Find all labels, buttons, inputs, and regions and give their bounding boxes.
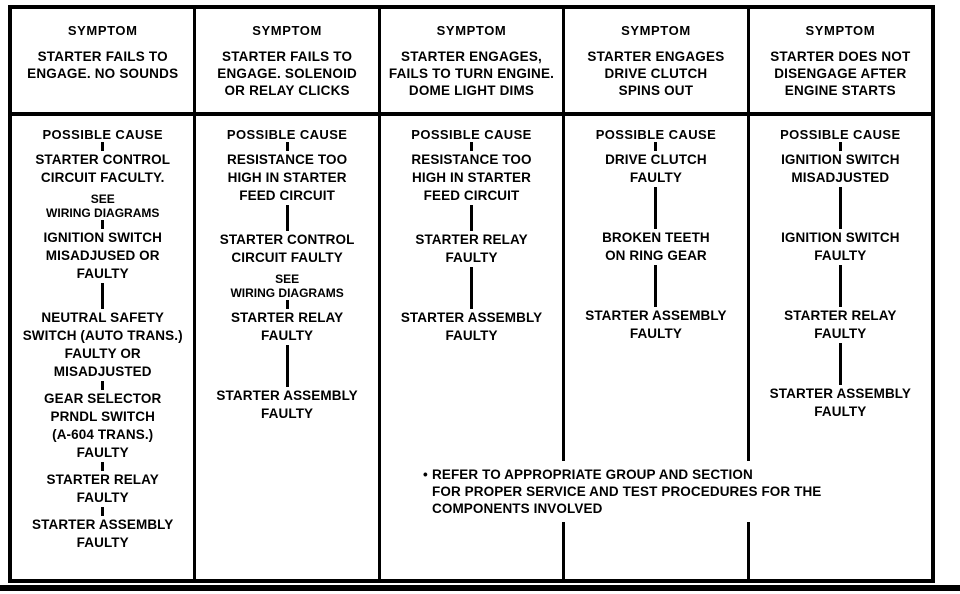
connector-line [470,142,474,151]
connector-line [101,507,105,516]
footnote: • REFER TO APPROPRIATE GROUP AND SECTION… [420,461,834,522]
starter-troubleshooting-chart: SYMPTOM STARTER FAILS TO ENGAGE. NO SOUND… [8,5,935,583]
footnote-line: COMPONENTS INVOLVED [432,501,603,516]
causes-cell: POSSIBLE CAUSE IGNITION SWITCH MISADJUSTE… [750,116,931,579]
cause-item: STARTER CONTROL CIRCUIT FACULTY. [35,152,171,185]
cause-item: NEUTRAL SAFETY SWITCH (AUTO TRANS.) FAUL… [22,310,183,379]
cause-item: IGNITION SWITCH FAULTY [781,230,900,263]
cause-item: STARTER RELAY FAULTY [415,232,528,265]
cause-subnote: SEE WIRING DIAGRAMS [230,272,344,300]
cause-item: STARTER ASSEMBLY FAULTY [216,388,358,421]
cause-item: STARTER RELAY FAULTY [230,310,344,343]
symptom-title: SYMPTOM [805,23,876,38]
symptom-text: STARTER DOES NOT DISENGAGE AFTER ENGINE … [770,49,911,98]
footnote-line: REFER TO APPROPRIATE GROUP AND SECTION [432,467,753,482]
connector-line [838,265,842,307]
symptom-cell: SYMPTOM STARTER ENGAGES DRIVE CLUTCH SPIN… [565,9,747,116]
cause-item: BROKEN TEETH ON RING GEAR [602,230,710,263]
possible-cause-title: POSSIBLE CAUSE [226,127,348,142]
cause-item: STARTER ASSEMBLY FAULTY [32,517,174,550]
cause-subnote: SEE WIRING DIAGRAMS [46,192,160,220]
connector-line [101,462,105,471]
causes-cell: POSSIBLE CAUSE DRIVE CLUTCH FAULTY BROKEN … [565,116,746,579]
footnote-lines: REFER TO APPROPRIATE GROUP AND SECTION FO… [432,466,834,517]
connector-line [285,205,289,231]
possible-cause-title: POSSIBLE CAUSE [780,127,901,142]
symptom-text: STARTER ENGAGES DRIVE CLUTCH SPINS OUT [587,49,725,98]
cause-item: IGNITION SWITCH MISADJUSTED [781,152,900,185]
symptom-text: STARTER FAILS TO ENGAGE. NO SOUNDS [27,49,179,81]
connector-line [285,300,289,309]
cause-item: GEAR SELECTOR PRNDL SWITCH (A-604 TRANS.… [44,391,162,460]
symptom-cell: SYMPTOM STARTER ENGAGES, FAILS TO TURN EN… [380,9,563,116]
symptom-title: SYMPTOM [67,23,138,38]
causes-cell: POSSIBLE CAUSE RESISTANCE TOO HIGH IN STA… [381,116,562,579]
possible-cause-title: POSSIBLE CAUSE [595,127,717,142]
cause-item: STARTER RELAY FAULTY [784,308,897,341]
symptom-column: SYMPTOM STARTER ENGAGES, FAILS TO TURN EN… [380,9,566,579]
connector-line [654,142,658,151]
cause-item: STARTER ASSEMBLY FAULTY [769,386,912,419]
symptom-column: SYMPTOM STARTER ENGAGES DRIVE CLUTCH SPIN… [565,9,750,579]
connector-line [101,142,105,151]
connector-line [470,267,474,309]
symptom-column: SYMPTOM STARTER FAILS TO ENGAGE. SOLENOID… [196,9,381,579]
symptom-title: SYMPTOM [621,23,691,38]
symptom-cell: SYMPTOM STARTER DOES NOT DISENGAGE AFTER … [749,9,932,116]
cause-item: RESISTANCE TOO HIGH IN STARTER FEED CIRC… [411,152,532,203]
possible-cause-title: POSSIBLE CAUSE [42,127,163,142]
footnote-line: FOR PROPER SERVICE AND TEST PROCEDURES F… [432,484,822,499]
symptom-cell: SYMPTOM STARTER FAILS TO ENGAGE. SOLENOID… [196,9,378,116]
connector-line [654,265,658,307]
cause-item: STARTER RELAY FAULTY [46,472,159,505]
connector-line [838,343,842,385]
cause-item: RESISTANCE TOO HIGH IN STARTER FEED CIRC… [227,152,348,203]
cause-item: IGNITION SWITCH MISADJUSED OR FAULTY [43,230,162,281]
connector-line [101,381,105,390]
symptom-text: STARTER FAILS TO ENGAGE. SOLENOID OR REL… [217,49,357,98]
causes-cell: POSSIBLE CAUSE RESISTANCE TOO HIGH IN STA… [196,116,377,579]
symptom-title: SYMPTOM [252,23,322,38]
connector-line [470,205,474,231]
cause-item: STARTER ASSEMBLY FAULTY [585,308,727,341]
connector-line [838,142,842,151]
symptom-title: SYMPTOM [436,23,507,38]
connector-line [838,187,842,229]
symptom-cell: SYMPTOM STARTER FAILS TO ENGAGE. NO SOUND… [12,9,194,116]
connector-line [654,187,658,229]
possible-cause-title: POSSIBLE CAUSE [411,127,532,142]
cause-item: STARTER ASSEMBLY FAULTY [400,310,543,343]
page-bottom-rule [0,585,960,591]
symptom-column: SYMPTOM STARTER FAILS TO ENGAGE. NO SOUND… [12,9,197,579]
connector-line [101,220,105,229]
connector-line [101,283,105,309]
cause-item: STARTER CONTROL CIRCUIT FAULTY [219,232,355,265]
symptom-column: SYMPTOM STARTER DOES NOT DISENGAGE AFTER … [749,9,932,579]
causes-cell: POSSIBLE CAUSE STARTER CONTROL CIRCUIT FA… [12,116,193,579]
bullet-icon: • [423,467,428,482]
symptom-text: STARTER ENGAGES, FAILS TO TURN ENGINE. D… [388,49,555,98]
connector-line [285,345,289,387]
cause-item: DRIVE CLUTCH FAULTY [605,152,707,185]
connector-line [285,142,289,151]
